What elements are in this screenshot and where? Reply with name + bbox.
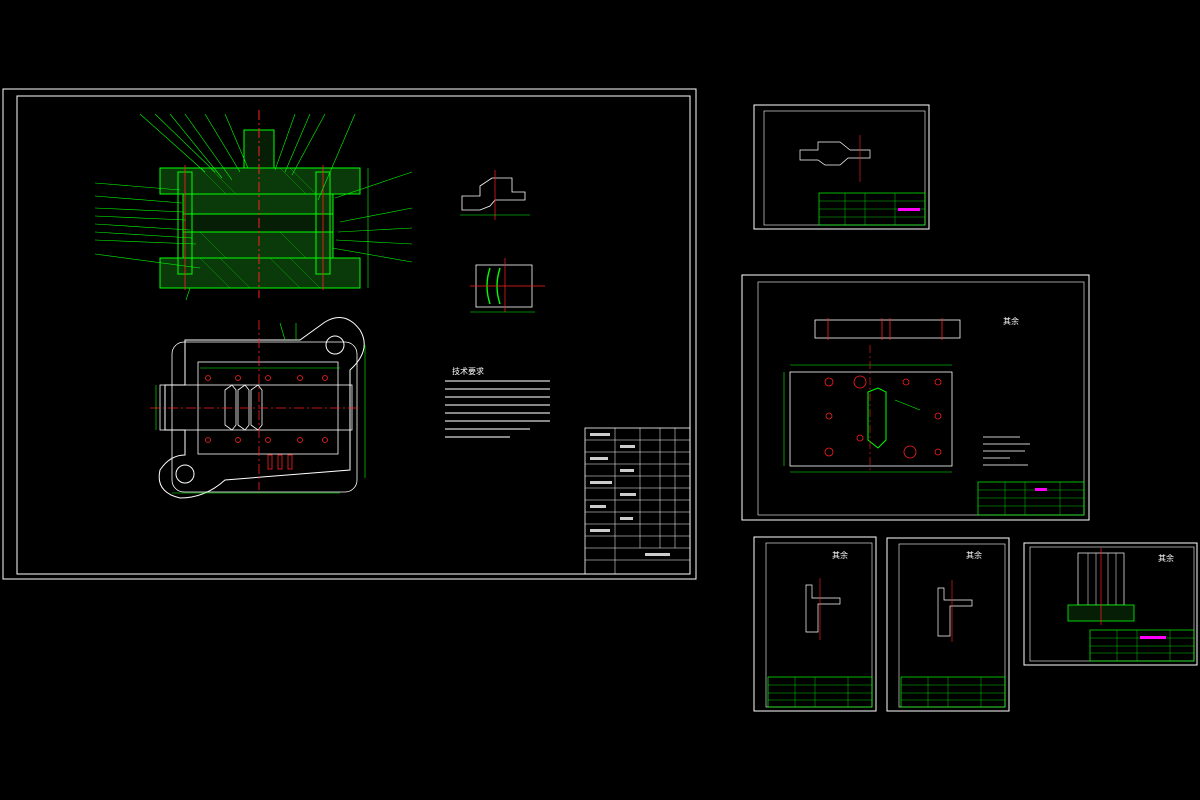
part-2-border [741,274,1090,521]
part-5-title-block [1089,629,1195,662]
part-5-title-grid [1090,630,1194,661]
strip-channel [159,384,353,431]
part-2-notes [983,436,1030,466]
strip-layout-view[interactable] [470,258,545,313]
sheet-outer-border [2,88,697,580]
plan-dimensions [155,322,366,494]
blank-feature-3 [250,384,263,431]
workpiece-view[interactable] [460,170,530,220]
leader-lines-right [331,171,413,263]
leader-lines-top [139,113,356,201]
bom-frame [584,427,691,575]
lower-die-plate [159,257,361,289]
part-1-inner-border [763,110,926,226]
part-3-border [753,536,877,712]
leader-lines-left [94,182,201,269]
part-5-roughness-note: 其余 [1158,554,1174,563]
part-4-border [886,537,1010,712]
sheet-inner-border [16,95,691,575]
part-1-profile [799,141,871,166]
part-1-border [753,104,930,230]
plan-view[interactable] [150,317,366,499]
part-2-roughness-note: 其余 [1003,317,1019,326]
punch-plate [182,193,334,215]
section-view[interactable] [94,110,413,301]
sheet-part-2[interactable] [741,274,1090,521]
part-3-profile [805,584,841,633]
part-2-die-opening [867,387,887,449]
part-3-title-block [767,676,873,708]
part-2-inner-border [757,281,1085,516]
guide-hole-upper [325,335,345,355]
part-2-holes [824,375,942,459]
part-2-title-accent [1035,488,1047,491]
sheet-part-4[interactable] [886,537,1010,712]
part-2-front-view [814,319,961,339]
part-2-front-holes [827,318,943,340]
part-2-plan-view [789,371,953,467]
stripper-plate [182,213,334,233]
part-1-title-accent [898,208,920,211]
part-5-inner-border [1029,546,1195,662]
part-3-title-grid [768,677,872,707]
technical-requirements-title: 技术要求 [452,367,484,376]
blank-feature-1 [224,384,237,431]
bom-grid [585,428,690,574]
guide-hole-lower [175,464,195,484]
part-2-title-grid [978,482,1084,515]
technical-requirements-text [445,380,550,438]
part-4-title-grid [901,677,1005,707]
part-5-border [1023,542,1198,666]
part-2-dimensions [783,364,952,473]
part-2-title-block [977,481,1085,516]
part-5-title-accent [1140,636,1166,639]
part-3-inner-border [765,542,873,708]
die-plate [182,231,334,259]
sheet-assembly[interactable] [2,88,697,580]
section-hatching [199,167,321,289]
part-4-roughness-note: 其余 [966,551,982,560]
leader-bottom [185,287,191,301]
locating-pins [267,454,293,470]
part-3-roughness-note: 其余 [832,551,848,560]
sheet-part-3[interactable] [753,536,877,712]
screw-holes [205,375,328,443]
sheet-part-1[interactable] [753,104,930,230]
die-set-outline [171,341,358,493]
sheet-part-5[interactable] [1023,542,1198,666]
part-4-profile [937,587,973,637]
part-5-body-lines [1087,553,1117,605]
part-4-title-block [900,676,1006,708]
bom-entries [590,433,670,556]
title-block[interactable] [584,427,691,575]
workpiece-outline [461,177,526,211]
blank-feature-2 [237,384,250,431]
